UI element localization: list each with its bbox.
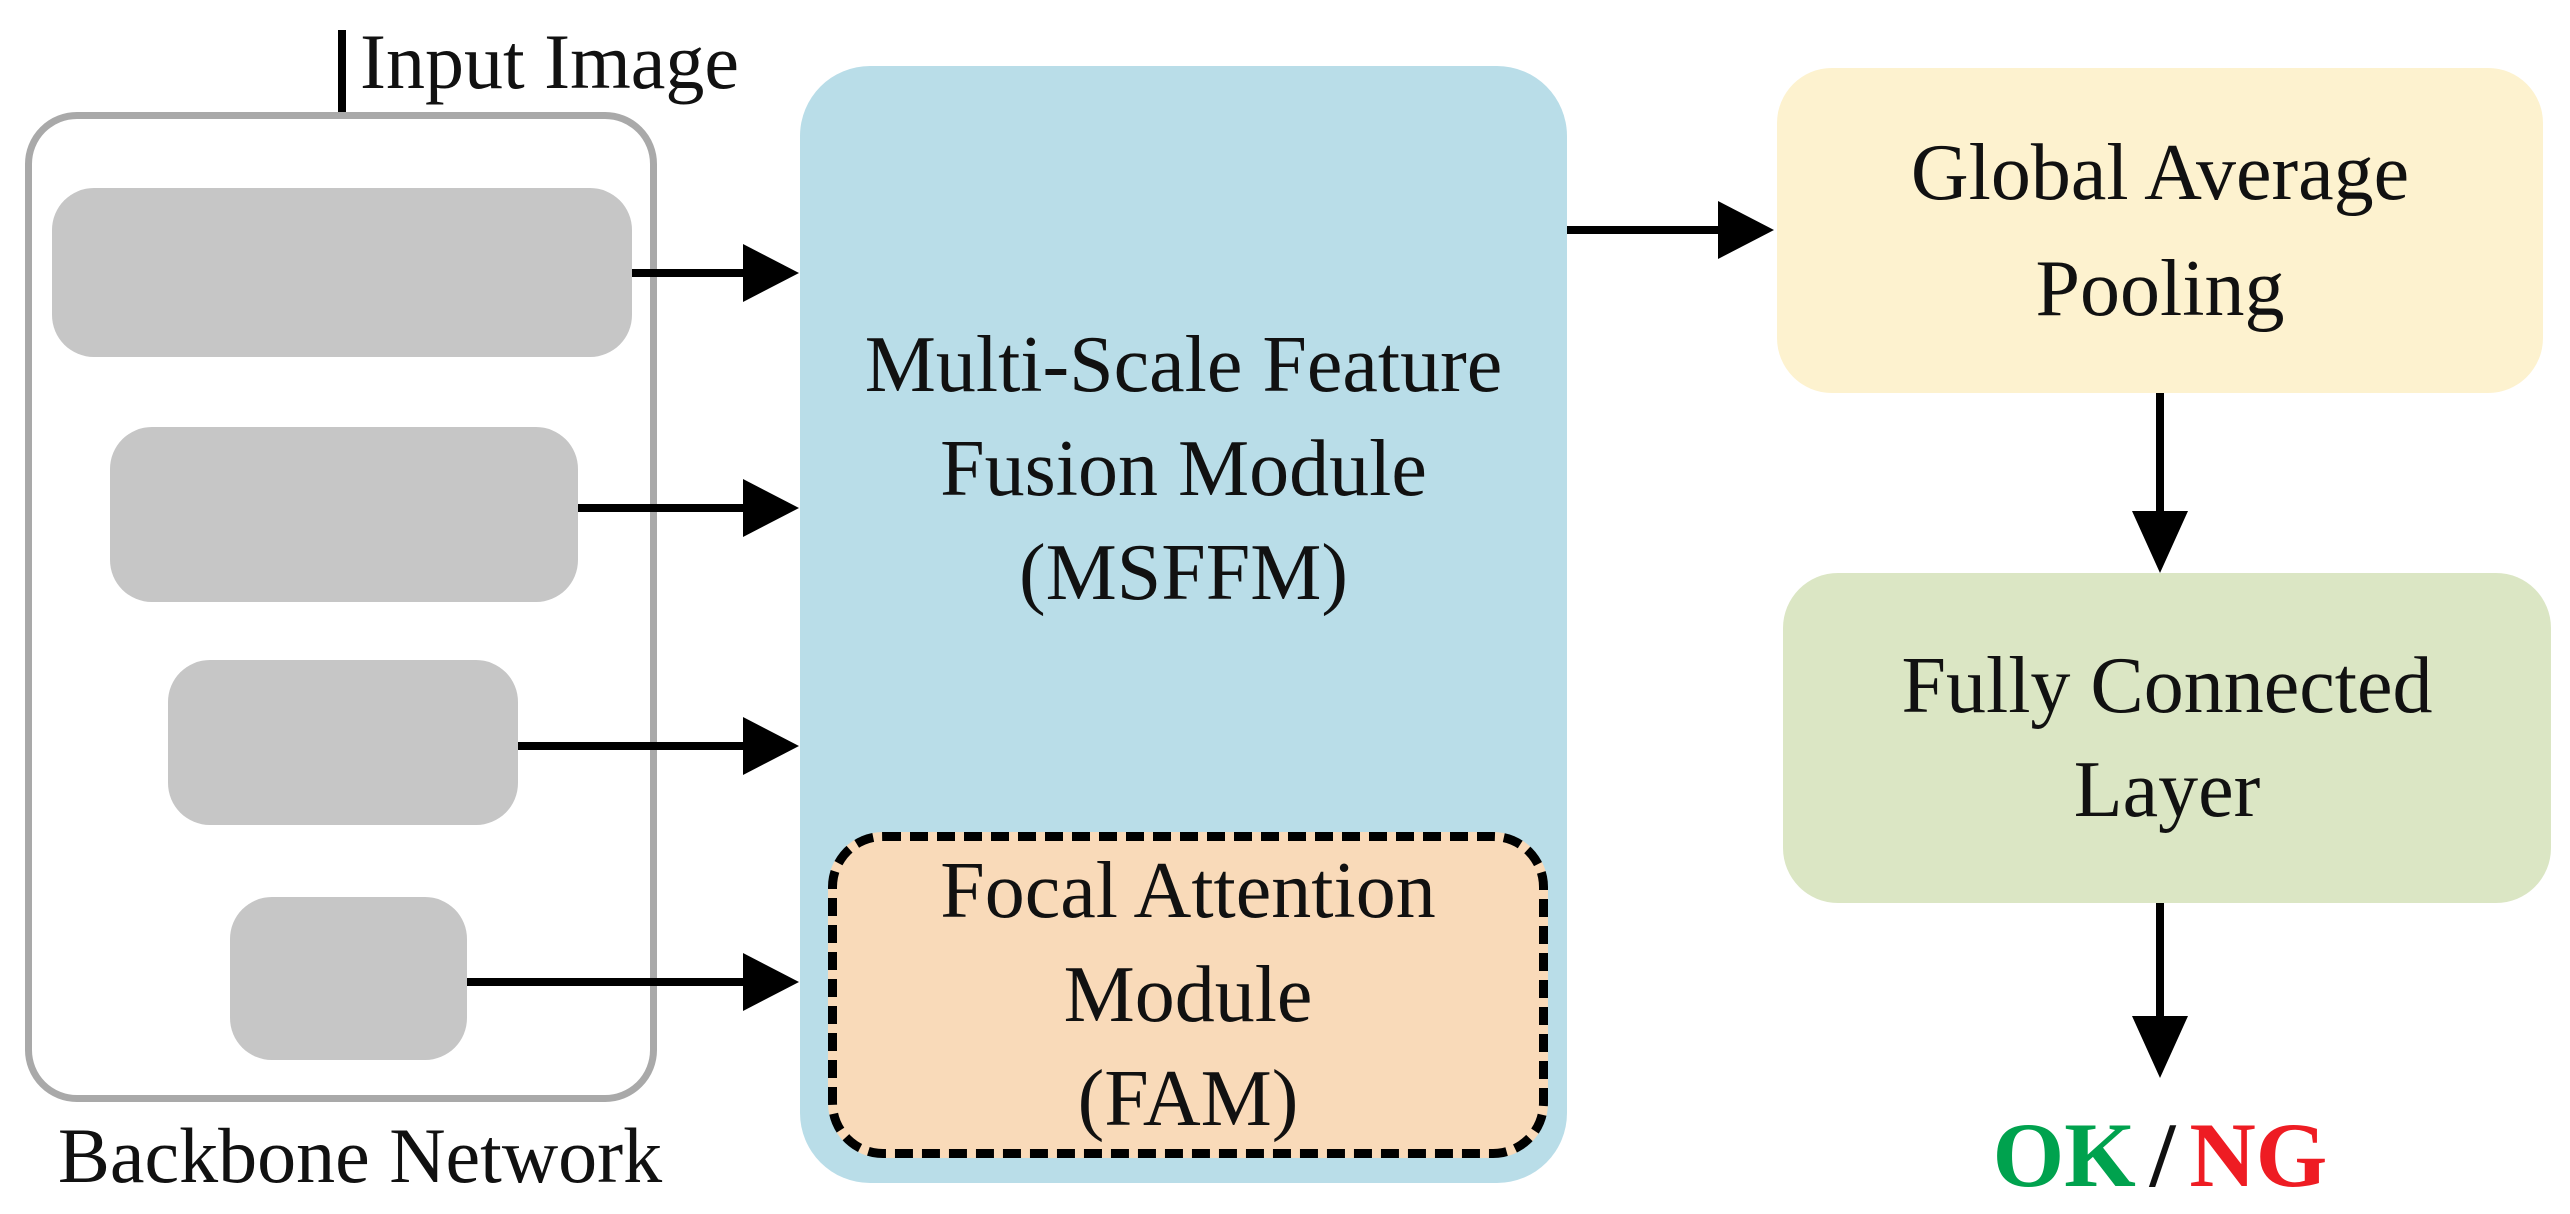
arrow-fc-to-output-down-icon	[2132, 1016, 2188, 1078]
arrow-gap-to-fc-shaft	[2156, 393, 2164, 515]
arrow-bar2-to-msffm-shaft	[578, 504, 744, 512]
fully-connected-layer-box: Fully Connected Layer	[1783, 573, 2551, 903]
feature-map-bar-3	[168, 660, 518, 825]
fam-label-line3: (FAM)	[1077, 1055, 1299, 1143]
msffm-label-line1: Multi-Scale Feature	[864, 321, 1503, 409]
ok-result-text: OK	[1992, 1104, 2136, 1206]
gap-label-line1: Global Average	[1910, 128, 2410, 217]
arrow-bar1-to-msffm-right-icon	[743, 244, 799, 302]
arrow-bar4-to-msffm-shaft	[467, 978, 744, 986]
input-arrow-shaft	[338, 30, 346, 134]
arrow-bar2-to-msffm-right-icon	[743, 479, 799, 537]
gap-label-line2: Pooling	[2035, 244, 2285, 333]
fam-label-line2: Module	[1063, 951, 1313, 1039]
backbone-network-label: Backbone Network	[57, 1112, 663, 1199]
arrow-fc-to-output-shaft	[2156, 903, 2164, 1019]
arrow-msffm-to-gap-shaft	[1567, 226, 1719, 234]
arrow-bar3-to-msffm-shaft	[518, 742, 744, 750]
msffm-label-line2: Fusion Module	[940, 425, 1427, 513]
global-average-pooling-box: Global Average Pooling	[1777, 68, 2543, 393]
ng-result-text: NG	[2189, 1104, 2328, 1206]
result-separator: /	[2149, 1104, 2176, 1206]
arrow-bar3-to-msffm-right-icon	[743, 717, 799, 775]
arrow-bar4-to-msffm-right-icon	[743, 953, 799, 1011]
fc-label-line1: Fully Connected	[1901, 642, 2433, 730]
feature-map-bar-1	[52, 188, 632, 357]
feature-map-bar-4	[230, 897, 467, 1060]
fam-box: Focal Attention Module (FAM)	[828, 832, 1548, 1158]
classification-output-label: OK/NG	[1855, 1100, 2465, 1210]
arrow-msffm-to-gap-right-icon	[1718, 201, 1774, 259]
input-image-label: Input Image	[360, 18, 740, 105]
feature-map-bar-2	[110, 427, 578, 602]
fc-label-line2: Layer	[2073, 746, 2261, 834]
msffm-label-line3: (MSFFM)	[1018, 529, 1349, 617]
arrow-gap-to-fc-down-icon	[2132, 511, 2188, 573]
fam-label-line1: Focal Attention	[940, 847, 1436, 935]
arrow-bar1-to-msffm-shaft	[632, 269, 744, 277]
